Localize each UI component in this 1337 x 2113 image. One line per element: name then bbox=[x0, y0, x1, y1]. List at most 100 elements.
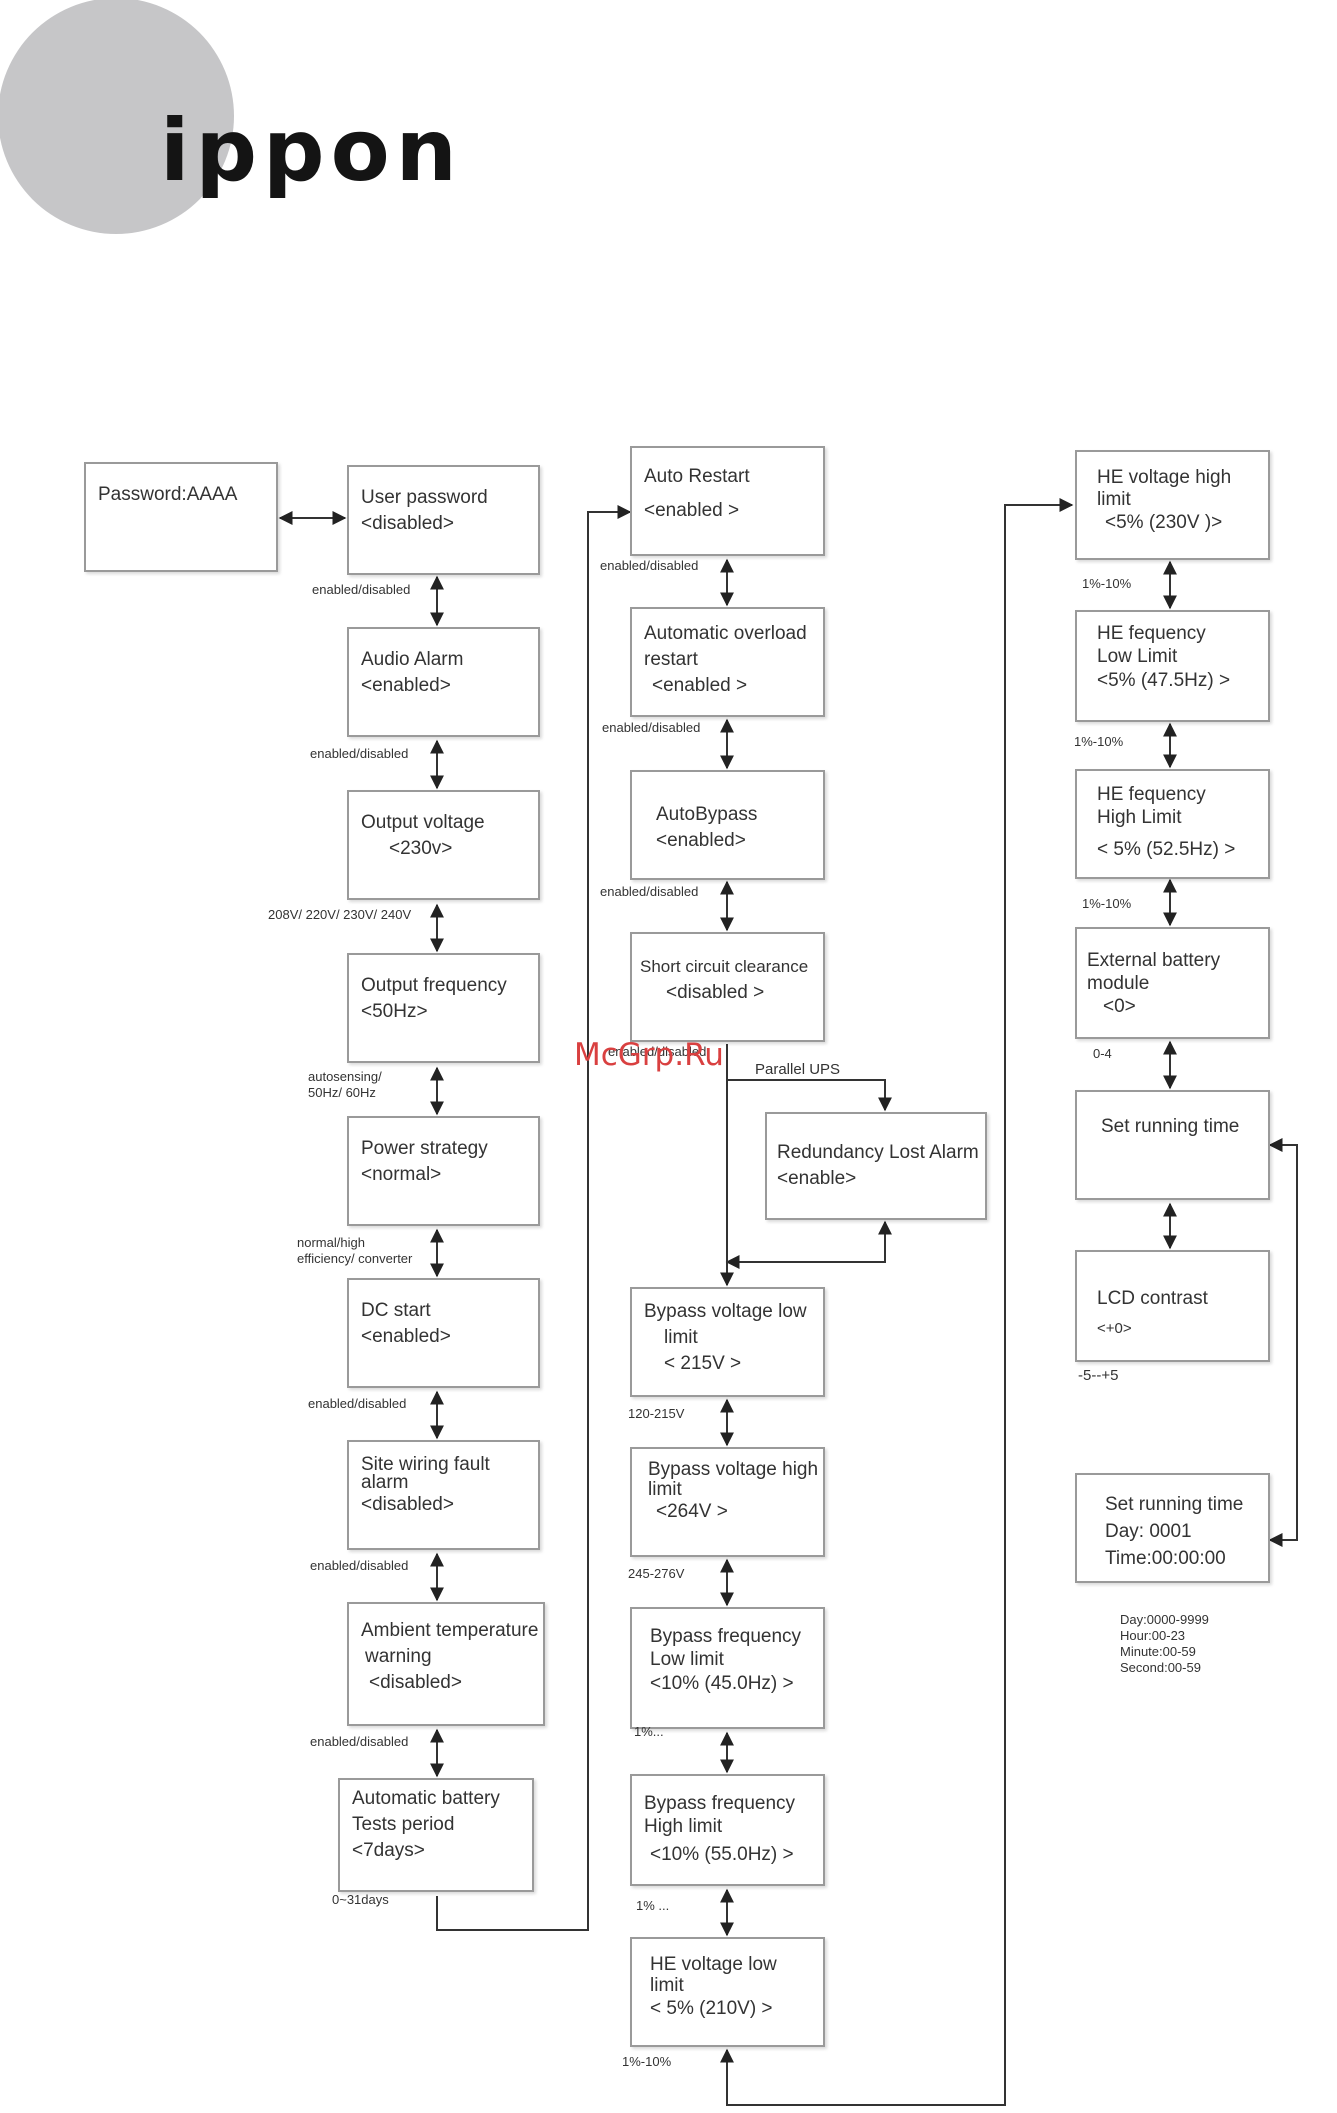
label-time-minute: Minute:00-59 bbox=[1120, 1644, 1196, 1659]
label-power-strategy-1: normal/high bbox=[297, 1235, 365, 1250]
ext-battery-title-2: module bbox=[1087, 973, 1150, 994]
he-f-low-value: <5% (47.5Hz) > bbox=[1097, 670, 1231, 691]
password-box: Password:AAAA bbox=[84, 462, 278, 572]
auto-bypass-title: AutoBypass bbox=[656, 804, 758, 825]
site-wiring-title-2: alarm bbox=[361, 1472, 409, 1493]
bypass-f-low-value: <10% (45.0Hz) > bbox=[650, 1673, 794, 1694]
short-circuit-value: <disabled > bbox=[666, 982, 765, 1003]
label-time-day: Day:0000-9999 bbox=[1120, 1612, 1209, 1627]
label-output-voltage: 208V/ 220V/ 230V/ 240V bbox=[268, 907, 412, 922]
bypass-f-low-box: Bypass frequency Low limit <10% (45.0Hz)… bbox=[630, 1607, 825, 1729]
bypass-v-high-title-2: limit bbox=[648, 1479, 682, 1500]
he-f-low-box: HE fequency Low Limit <5% (47.5Hz) > bbox=[1075, 610, 1270, 722]
ext-battery-title: External battery bbox=[1087, 950, 1221, 971]
he-v-high-title-2: limit bbox=[1097, 489, 1131, 510]
bypass-v-low-box: Bypass voltage low limit < 215V > bbox=[630, 1287, 825, 1397]
ambient-temp-title-2: warning bbox=[365, 1646, 432, 1667]
ext-battery-value: <0> bbox=[1103, 996, 1136, 1017]
bypass-v-low-title-2: limit bbox=[664, 1327, 698, 1348]
label-he-v-high: 1%-10% bbox=[1082, 576, 1132, 591]
battery-tests-title-2: Tests period bbox=[352, 1814, 455, 1835]
output-voltage-title: Output voltage bbox=[361, 812, 485, 833]
label-short-circuit: enabled/disabled bbox=[608, 1044, 707, 1059]
label-bypass-f-high: 1% ... bbox=[636, 1898, 670, 1913]
bypass-f-high-title-2: High limit bbox=[644, 1816, 723, 1837]
power-strategy-box: Power strategy <normal> bbox=[347, 1116, 540, 1226]
audio-alarm-title: Audio Alarm bbox=[361, 649, 464, 670]
label-battery-tests: 0~31days bbox=[332, 1892, 389, 1907]
site-wiring-value: <disabled> bbox=[361, 1494, 454, 1515]
label-dc-start: enabled/disabled bbox=[308, 1396, 407, 1411]
detail-time: Time:00:00:00 bbox=[1105, 1548, 1226, 1569]
short-circuit-title: Short circuit clearance bbox=[640, 957, 809, 976]
redundancy-value: <enable> bbox=[777, 1168, 857, 1189]
detail-title: Set running time bbox=[1105, 1494, 1244, 1515]
user-password-box: User password <disabled> bbox=[347, 465, 540, 575]
output-frequency-title: Output frequency bbox=[361, 975, 507, 996]
watermark: McGrp.Ru bbox=[574, 1037, 724, 1073]
label-bypass-v-low: 120-215V bbox=[628, 1406, 685, 1421]
dc-start-title: DC start bbox=[361, 1300, 431, 1321]
he-v-high-title: HE voltage high bbox=[1097, 467, 1232, 488]
he-f-high-title-2: High Limit bbox=[1097, 807, 1182, 828]
dc-start-value: <enabled> bbox=[361, 1326, 451, 1347]
auto-restart-value: <enabled > bbox=[644, 500, 740, 521]
set-running-time-box: Set running time bbox=[1075, 1090, 1270, 1200]
label-ambient-temp: enabled/disabled bbox=[310, 1734, 409, 1749]
auto-overload-title: Automatic overload bbox=[644, 623, 807, 644]
he-f-low-title-2: Low Limit bbox=[1097, 646, 1178, 667]
he-v-high-value: <5% (230V )> bbox=[1105, 512, 1223, 533]
label-power-strategy-2: efficiency/ converter bbox=[297, 1251, 413, 1266]
auto-overload-value: <enabled > bbox=[652, 675, 748, 696]
password-text: Password:AAAA bbox=[98, 484, 238, 505]
label-parallel-ups: Parallel UPS bbox=[755, 1061, 841, 1078]
label-time-hour: Hour:00-23 bbox=[1120, 1628, 1186, 1643]
he-f-high-title: HE fequency bbox=[1097, 784, 1206, 805]
output-frequency-value: <50Hz> bbox=[361, 1001, 428, 1022]
label-site-wiring: enabled/disabled bbox=[310, 1558, 409, 1573]
site-wiring-box: Site wiring fault alarm <disabled> bbox=[347, 1440, 540, 1550]
lcd-contrast-box: LCD contrast <+0> bbox=[1075, 1250, 1270, 1362]
ambient-temp-value: <disabled> bbox=[369, 1672, 462, 1693]
lcd-contrast-title: LCD contrast bbox=[1097, 1288, 1208, 1309]
bypass-v-low-value: < 215V > bbox=[664, 1353, 742, 1374]
bypass-f-high-title: Bypass frequency bbox=[644, 1793, 796, 1814]
set-running-time-title: Set running time bbox=[1101, 1116, 1240, 1137]
bypass-f-low-title: Bypass frequency bbox=[650, 1626, 802, 1647]
he-v-low-title: HE voltage low bbox=[650, 1954, 777, 1975]
redundancy-title: Redundancy Lost Alarm bbox=[777, 1142, 979, 1163]
label-bypass-f-low: 1%... bbox=[634, 1724, 664, 1739]
detail-day: Day: 0001 bbox=[1105, 1521, 1192, 1542]
battery-tests-box: Automatic battery Tests period <7days> bbox=[338, 1778, 534, 1892]
ambient-temp-box: Ambient temperature warning <disabled> bbox=[347, 1602, 545, 1726]
site-wiring-title: Site wiring fault bbox=[361, 1454, 490, 1475]
label-he-f-high: 1%-10% bbox=[1082, 896, 1132, 911]
output-frequency-box: Output frequency <50Hz> bbox=[347, 953, 540, 1063]
ippon-logo: ippon bbox=[160, 101, 463, 201]
auto-overload-box: Automatic overload restart <enabled > bbox=[630, 607, 825, 717]
battery-tests-value: <7days> bbox=[352, 1840, 425, 1861]
redundancy-box: Redundancy Lost Alarm <enable> bbox=[765, 1112, 987, 1220]
user-password-title: User password bbox=[361, 487, 488, 508]
label-output-frequency-2: 50Hz/ 60Hz bbox=[308, 1085, 376, 1100]
bypass-f-high-box: Bypass frequency High limit <10% (55.0Hz… bbox=[630, 1774, 825, 1886]
he-v-high-box: HE voltage high limit <5% (230V )> bbox=[1075, 450, 1270, 560]
label-time-second: Second:00-59 bbox=[1120, 1660, 1201, 1675]
label-ext-battery: 0-4 bbox=[1093, 1046, 1112, 1061]
he-v-low-value: < 5% (210V) > bbox=[650, 1998, 773, 2019]
label-auto-restart: enabled/disabled bbox=[600, 558, 699, 573]
he-f-high-box: HE fequency High Limit < 5% (52.5Hz) > bbox=[1075, 769, 1270, 879]
ext-battery-box: External battery module <0> bbox=[1075, 927, 1270, 1039]
audio-alarm-box: Audio Alarm <enabled> bbox=[347, 627, 540, 737]
he-f-high-value: < 5% (52.5Hz) > bbox=[1097, 839, 1236, 860]
auto-bypass-box: AutoBypass <enabled> bbox=[630, 770, 825, 880]
auto-restart-title: Auto Restart bbox=[644, 466, 750, 487]
bypass-v-low-title: Bypass voltage low bbox=[644, 1301, 807, 1322]
auto-restart-box: Auto Restart <enabled > bbox=[630, 446, 825, 556]
label-output-frequency-1: autosensing/ bbox=[308, 1069, 382, 1084]
label-audio-alarm: enabled/disabled bbox=[310, 746, 409, 761]
bypass-v-high-title: Bypass voltage high bbox=[648, 1459, 819, 1480]
label-lcd-contrast: -5--+5 bbox=[1078, 1367, 1119, 1384]
